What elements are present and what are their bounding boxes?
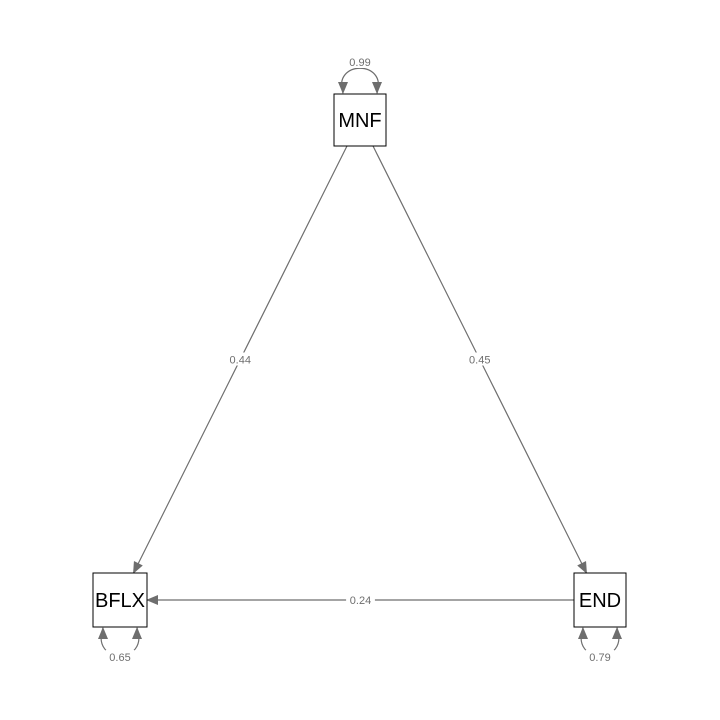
- node-label-end: END: [579, 590, 621, 612]
- self-loop-label-bflx-bg: [105, 650, 135, 663]
- self-loop-mnf: [338, 67, 382, 94]
- edge-label-end-bflx-bg: [346, 593, 375, 606]
- self-loop-label-bflx: 0.65: [109, 652, 130, 664]
- edge-label-end-bflx: 0.24: [350, 595, 371, 607]
- edge-label-mnf-bflx: 0.44: [230, 355, 251, 367]
- edge-label-mnf-end: 0.45: [469, 355, 490, 367]
- self-loop-label-mnf-bg: [345, 55, 375, 68]
- self-loop-arc-mnf: [340, 67, 380, 94]
- node-label-bflx: BFLX: [95, 590, 145, 612]
- self-loop-arrowhead-mnf-left: [338, 82, 348, 94]
- edge-label-mnf-end-bg: [465, 352, 495, 366]
- node-mnf: MNF: [333, 93, 387, 147]
- self-loop-arrowhead-bflx-left: [98, 627, 108, 639]
- node-box-end: [573, 572, 627, 628]
- self-loop-arrowhead-mnf-right: [372, 82, 382, 94]
- self-loop-label-mnf: 0.99: [349, 57, 370, 69]
- edges-layer: 0.44 0.45 0.24: [132, 145, 588, 607]
- nodes-layer: MNF BFLX END: [92, 93, 627, 628]
- node-bflx: BFLX: [92, 572, 148, 628]
- self-loop-arrowhead-bflx-right: [132, 627, 142, 639]
- self-loop-label-end-bg: [585, 650, 615, 663]
- node-box-mnf: [333, 93, 387, 147]
- node-end: END: [573, 572, 627, 628]
- node-box-bflx: [92, 572, 148, 628]
- self-loops-layer: 0.99 0.65 0.79: [98, 55, 622, 664]
- self-loop-arrowhead-end-right: [612, 627, 622, 639]
- node-label-mnf: MNF: [338, 110, 381, 132]
- self-loop-arrowhead-end-left: [578, 627, 588, 639]
- self-loop-label-end: 0.79: [589, 652, 610, 664]
- edge-label-mnf-bflx-bg: [225, 352, 255, 366]
